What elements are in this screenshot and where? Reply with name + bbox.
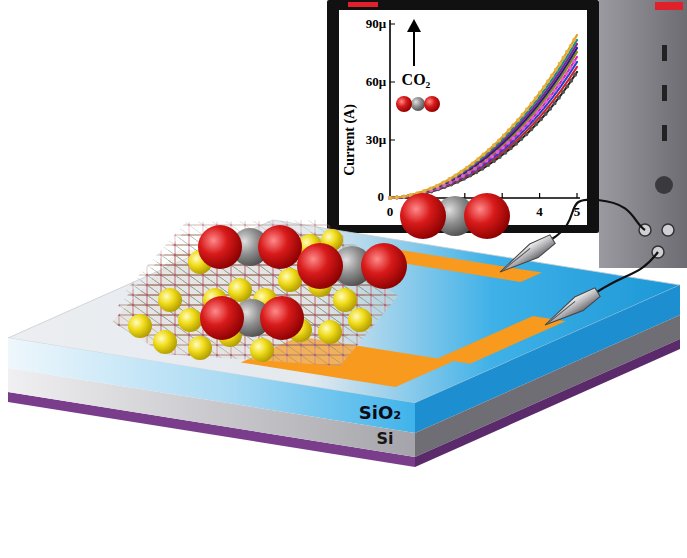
- yellow-sphere: [250, 338, 274, 362]
- co2-molecule: [361, 243, 407, 289]
- alligator-clip: [496, 232, 557, 278]
- substrate-slab: [415, 315, 680, 457]
- iv-curves: [390, 48, 577, 198]
- yellow-sphere: [333, 288, 357, 312]
- source-meter: [655, 2, 683, 10]
- iv-curves: [390, 40, 577, 198]
- increase-arrow: [407, 19, 421, 32]
- source-meter: [662, 45, 667, 61]
- co2-molecule: [198, 225, 302, 269]
- alligator-clip: [541, 285, 602, 331]
- si-layer: Si: [8, 368, 415, 457]
- tick-label: 0: [378, 190, 385, 204]
- alligator-clip: [541, 285, 602, 331]
- co2-molecule: [464, 193, 510, 239]
- probe-wire: [552, 200, 645, 239]
- band-shape: [8, 368, 415, 457]
- probe-wire: [597, 252, 658, 292]
- mini-co2-molecule: [396, 96, 440, 112]
- curve-markers: [390, 35, 577, 198]
- yellow-sphere: [318, 320, 342, 344]
- mof-film: [124, 220, 386, 336]
- source-meter: [662, 125, 667, 141]
- tick-label: 5: [574, 205, 581, 219]
- chart-axes: [390, 20, 580, 198]
- alligator-clip: [501, 248, 532, 269]
- co2-molecule: [400, 193, 446, 239]
- monitor: [348, 2, 378, 7]
- co2-molecule: [200, 296, 244, 340]
- probe-wire: [552, 200, 658, 292]
- mini-co2-molecule: [396, 96, 412, 112]
- co2-molecule: [258, 225, 302, 269]
- tick-label: 60μ: [366, 75, 386, 89]
- co2-molecule: [297, 243, 407, 289]
- band-shape: [8, 368, 415, 457]
- source-meter: [662, 224, 674, 236]
- source-meter: [655, 176, 673, 194]
- chart-axes: [390, 20, 580, 198]
- co2-molecule: [400, 193, 510, 239]
- layer-label: SiO₂: [359, 403, 401, 423]
- co2-molecule: [297, 243, 343, 289]
- yellow-sphere: [128, 314, 152, 338]
- curve-markers: [390, 35, 577, 198]
- tick-label: 30μ: [366, 133, 386, 147]
- gas-label: CO₂: [402, 71, 431, 89]
- iv-curves: [390, 35, 577, 198]
- increase-arrow: [407, 19, 421, 66]
- yellow-sphere: [188, 336, 212, 360]
- co2-molecule: [260, 296, 304, 340]
- chart-axes: [390, 24, 577, 198]
- alligator-clip: [546, 301, 577, 322]
- mof-film: [112, 220, 398, 366]
- curve-markers: [390, 72, 577, 198]
- substrate-slab: [8, 220, 680, 467]
- iv-curves: [390, 44, 577, 198]
- curve-markers: [390, 57, 577, 198]
- yellow-sphere: [158, 288, 182, 312]
- monitor: [339, 10, 587, 225]
- yellow-sphere: [153, 330, 177, 354]
- iv-curves: [390, 35, 577, 198]
- yellow-sphere: [348, 308, 372, 332]
- mini-co2-molecule: [424, 96, 440, 112]
- tick-label: 0: [387, 205, 394, 219]
- iv-curves: [390, 52, 577, 198]
- axis-title: Current (A): [342, 104, 357, 176]
- source-meter: [662, 85, 667, 101]
- mini-co2-molecule: [411, 97, 425, 111]
- yellow-sphere: [178, 308, 202, 332]
- tick-label: 90μ: [366, 17, 386, 31]
- increase-arrow: [413, 30, 415, 66]
- alligator-clip: [496, 232, 557, 278]
- co2-molecule: [198, 225, 242, 269]
- co2-molecule: [200, 296, 304, 340]
- layer-label: Si: [376, 430, 393, 448]
- yellow-sphere: [128, 229, 372, 362]
- tick-label: 4: [536, 205, 543, 219]
